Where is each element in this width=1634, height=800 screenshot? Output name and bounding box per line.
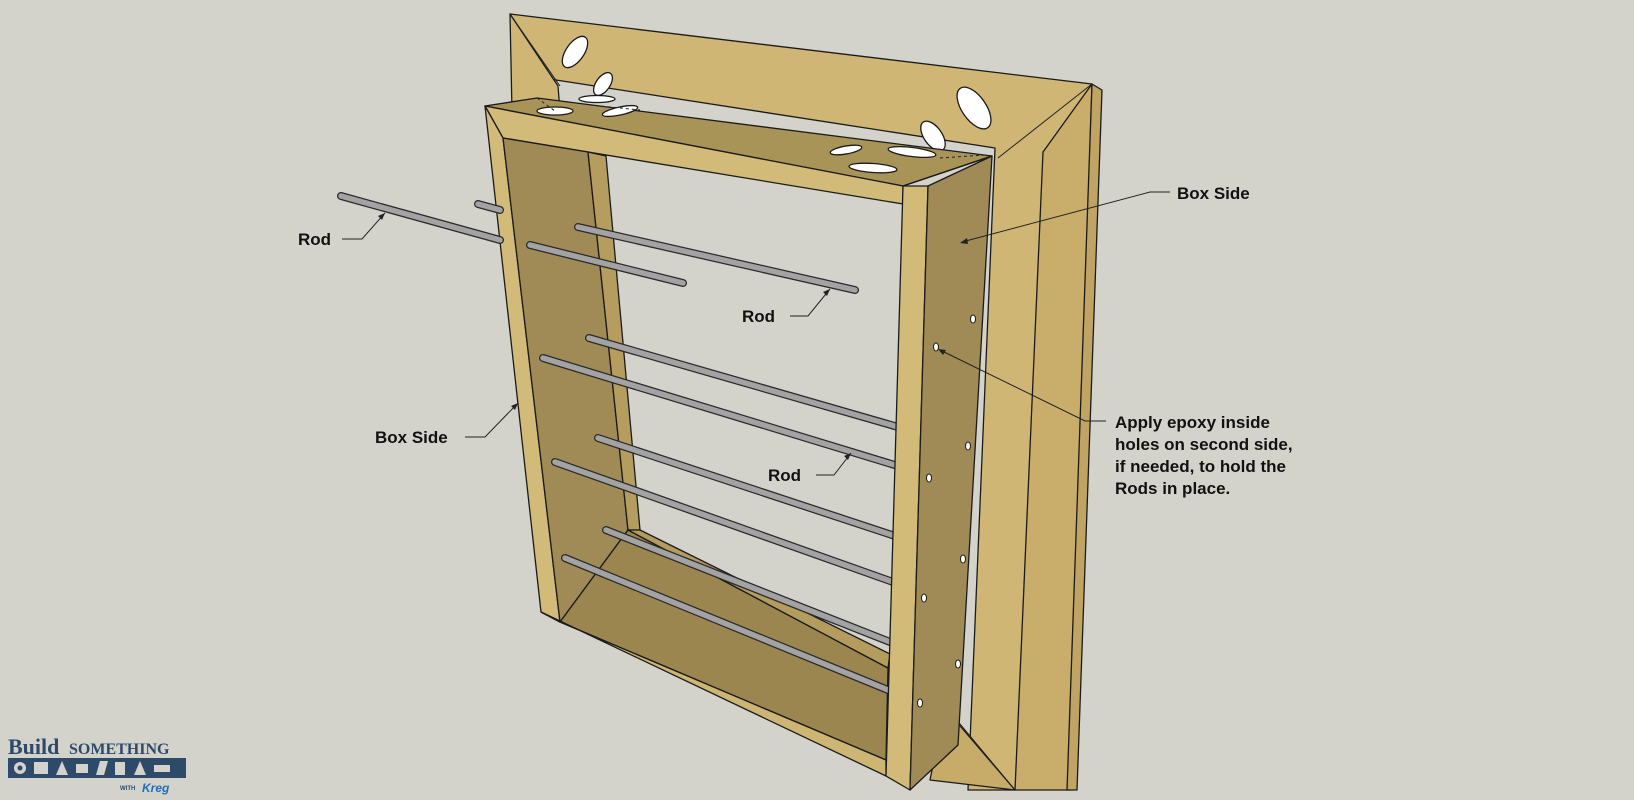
logo-kreg: Kreg	[142, 781, 170, 795]
pocket-hole	[561, 35, 589, 69]
rod	[552, 459, 896, 585]
logo-with: WITH	[120, 786, 135, 792]
box-side-right-face	[909, 155, 993, 791]
miter-line-bottom	[954, 717, 1016, 791]
box-side-right	[885, 155, 993, 791]
hidden-line	[589, 104, 641, 111]
square-icon	[134, 761, 146, 775]
logo-build: Build	[8, 734, 59, 759]
level-icon	[34, 762, 48, 774]
rod	[540, 355, 901, 469]
epoxy-note-line-4: Rods in place.	[1115, 479, 1230, 498]
logo-something: SOMETHING	[69, 741, 170, 758]
rod	[338, 193, 503, 243]
pocket-hole	[578, 94, 616, 104]
rod-holes	[917, 314, 976, 708]
arrowhead	[960, 238, 968, 244]
rod	[595, 435, 898, 539]
rod	[575, 224, 858, 293]
rod-label-middle: Rod	[768, 466, 801, 485]
epoxy-note-line-3: if needed, to hold the	[1115, 457, 1286, 476]
saw-blade-hub	[17, 765, 23, 771]
rod	[475, 201, 503, 213]
rod-hole	[926, 473, 932, 483]
miter-line-top-left	[509, 13, 561, 87]
miter-line-top-right	[997, 83, 1093, 159]
tool-icons	[14, 761, 170, 775]
box-side-leader-right	[961, 191, 1170, 243]
arrowhead	[378, 213, 385, 220]
back-frame-right-edge	[1066, 83, 1103, 791]
drill-icon	[76, 764, 88, 773]
callouts: Rod Rod Rod Box Side Box Side Apply epox…	[298, 184, 1293, 498]
rods-group	[337, 192, 902, 694]
top-pocket-holes	[536, 94, 986, 174]
box-side-right-top	[902, 155, 993, 187]
pocket-hole	[848, 162, 898, 174]
rod-hole	[955, 659, 961, 669]
box-side-label-right: Box Side	[1177, 184, 1250, 203]
pocket-hole	[601, 104, 639, 118]
epoxy-leader	[939, 349, 1106, 422]
epoxy-note: Apply epoxy inside holes on second side,…	[1115, 413, 1293, 498]
rod-hole	[933, 342, 939, 352]
rod-hole	[970, 314, 976, 324]
box-side-leader-left	[465, 402, 519, 438]
rod-label-top-mid: Rod	[742, 307, 775, 326]
epoxy-note-line-2: holes on second side,	[1115, 435, 1293, 454]
brush-icon	[154, 765, 170, 772]
epoxy-note-line-1: Apply epoxy inside	[1115, 413, 1270, 432]
pocket-hole	[887, 146, 937, 158]
rod-hole	[921, 593, 927, 603]
rod-leader-top-mid	[790, 288, 831, 317]
pocket-hole	[956, 86, 992, 130]
rod	[562, 555, 891, 693]
arrowhead	[511, 403, 518, 410]
chisel-icon	[96, 761, 108, 775]
rod-hole	[917, 698, 923, 708]
rod	[586, 335, 901, 430]
rod-hole	[960, 554, 966, 564]
clamp-icon	[115, 762, 125, 775]
rod-leader-top-left	[342, 212, 386, 240]
arrowhead	[938, 349, 946, 355]
rod	[527, 242, 686, 286]
pocket-hole	[536, 106, 574, 116]
rod-leader-middle	[816, 452, 852, 476]
box-side-label-left: Box Side	[375, 428, 448, 447]
arrowhead	[844, 453, 851, 460]
pocket-hole	[592, 71, 614, 97]
rod-label-top-left: Rod	[298, 230, 331, 249]
rod	[603, 527, 893, 645]
buildsomething-logo: Build SOMETHING WITH Kreg	[8, 734, 186, 795]
hidden-line	[536, 97, 556, 112]
hidden-line	[939, 154, 986, 159]
hammer-icon	[56, 761, 68, 775]
rod-hole	[965, 441, 971, 451]
pocket-hole	[829, 144, 863, 156]
arrowhead	[823, 289, 830, 296]
